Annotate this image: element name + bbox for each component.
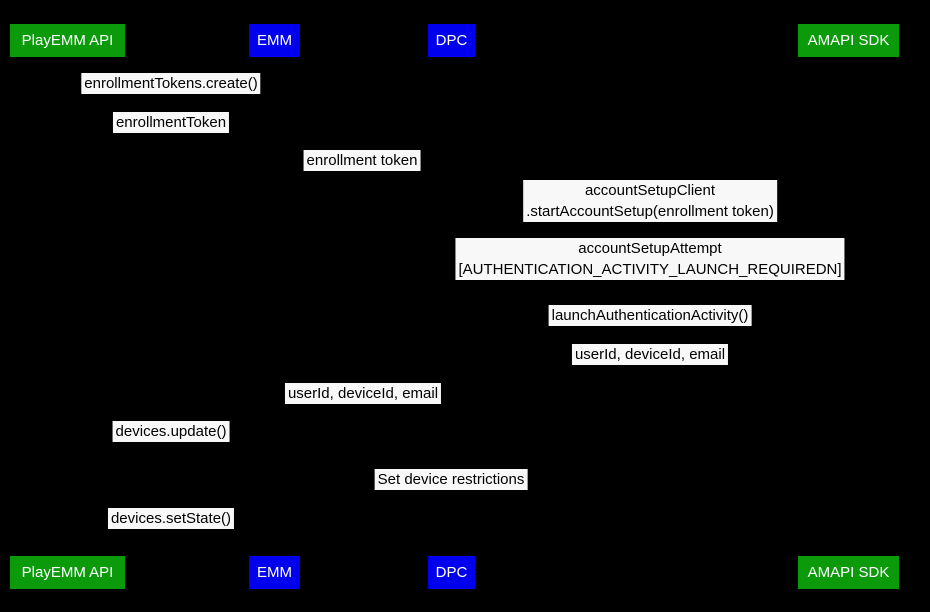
message-enrollment-tokens-create: enrollmentTokens.create() <box>81 73 261 94</box>
actor-playemm-api-top: PlayEMM API <box>10 24 125 57</box>
message-text: devices.update() <box>115 423 227 440</box>
actor-playemm-api-bottom: PlayEMM API <box>10 556 125 589</box>
actor-dpc-top: DPC <box>428 24 475 57</box>
message-start-account-setup: accountSetupClient .startAccountSetup(en… <box>523 180 777 222</box>
message-devices-update: devices.update() <box>112 421 230 442</box>
message-account-setup-attempt: accountSetupAttempt [AUTHENTICATION_ACTI… <box>455 238 845 280</box>
message-text: accountSetupClient <box>584 182 716 199</box>
message-text: .startAccountSetup(enrollment token) <box>526 203 774 220</box>
actor-amapi-sdk-bottom: AMAPI SDK <box>798 556 899 589</box>
actor-amapi-sdk-top: AMAPI SDK <box>798 24 899 57</box>
message-text: enrollmentTokens.create() <box>84 75 258 92</box>
message-enrollment-token-to-dpc: enrollment token <box>303 150 421 171</box>
message-text: Set device restrictions <box>377 471 525 488</box>
lifeline-amapi-sdk <box>848 57 849 556</box>
message-set-device-restrictions: Set device restrictions <box>374 469 528 490</box>
actor-emm-bottom: EMM <box>249 556 300 589</box>
message-text: accountSetupAttempt <box>578 240 722 257</box>
message-text: launchAuthenticationActivity() <box>551 307 749 324</box>
message-text: enrollment token <box>306 152 418 169</box>
message-text: [AUTHENTICATION_ACTIVITY_LAUNCH_REQUIRED… <box>458 261 842 278</box>
message-text: devices.setState() <box>110 510 232 527</box>
message-text: userId, deviceId, email <box>287 385 439 402</box>
actor-dpc-bottom: DPC <box>428 556 475 589</box>
lifeline-dpc <box>451 57 452 556</box>
message-enrollment-token-return: enrollmentToken <box>112 112 230 133</box>
message-text: enrollmentToken <box>115 114 227 131</box>
lifeline-emm <box>274 57 275 556</box>
message-devices-set-state: devices.setState() <box>107 508 235 529</box>
message-userid-deviceid-email-to-dpc: userId, deviceId, email <box>571 344 729 365</box>
message-text: userId, deviceId, email <box>574 346 726 363</box>
message-userid-deviceid-email-to-emm: userId, deviceId, email <box>284 383 442 404</box>
lifeline-playemm-api <box>67 57 68 556</box>
actor-emm-top: EMM <box>249 24 300 57</box>
message-launch-authentication-activity: launchAuthenticationActivity() <box>548 305 752 326</box>
